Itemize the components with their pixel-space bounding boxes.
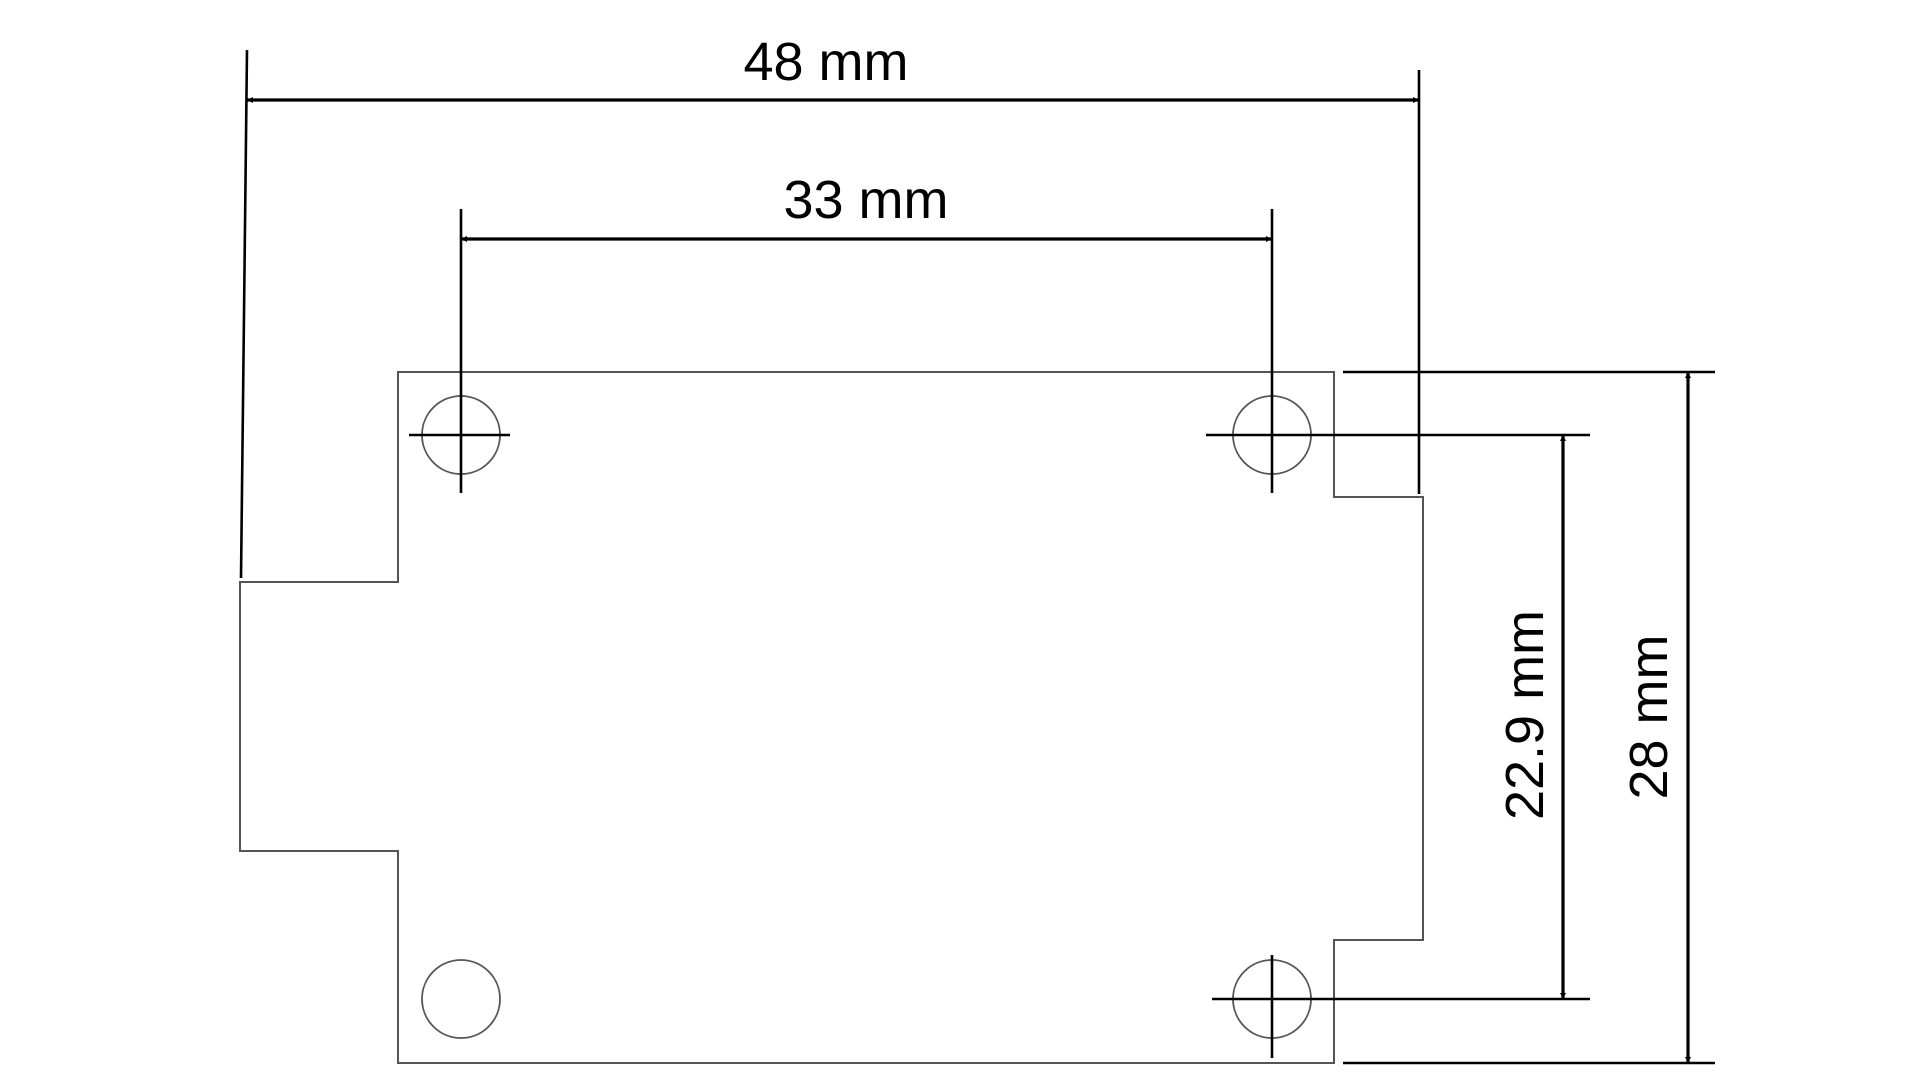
mounting-hole-bottom-right [1212, 955, 1330, 1058]
label-overall-width: 48 mm [743, 32, 908, 92]
extension-line-left-edge [239, 49, 249, 579]
label-hole-spacing-vertical: 22.9 mm [1495, 610, 1555, 820]
label-overall-height: 28 mm [1619, 634, 1679, 799]
label-hole-spacing-horizontal: 33 mm [783, 170, 948, 230]
mounting-hole-top-right [1206, 209, 1330, 493]
mounting-hole-bottom-left [421, 959, 501, 1039]
board-outline [239, 371, 1424, 1064]
mounting-hole-top-left [409, 209, 510, 493]
